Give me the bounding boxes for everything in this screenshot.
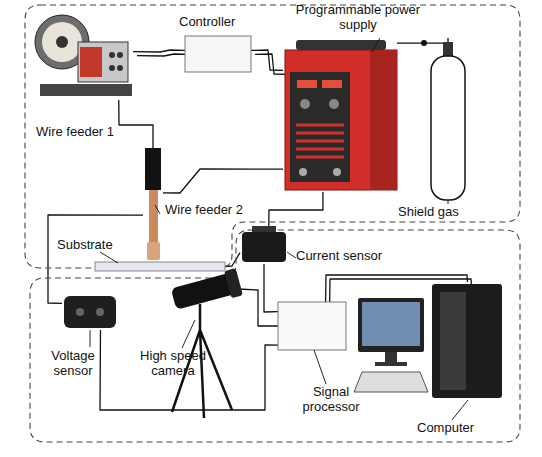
node-label-group: Computer	[417, 420, 497, 435]
equipment-label: Shield gas	[398, 204, 498, 219]
node-label-group: Wire feeder 1	[36, 124, 146, 139]
wire-line	[269, 192, 323, 226]
wire-connector	[264, 264, 278, 312]
node-label-group: Signal processor	[296, 384, 366, 414]
feeder-body	[78, 42, 128, 82]
equipment-node: Programmable power supply	[283, 40, 397, 192]
equipment-label: High speed camera	[128, 348, 218, 378]
power-socket	[333, 168, 341, 176]
node-label-group: Voltage sensor	[38, 348, 108, 378]
power-knob	[329, 99, 339, 109]
equipment-node: High speed camera	[170, 272, 238, 306]
dashed-region	[25, 5, 520, 268]
sensor-terminal	[96, 308, 104, 316]
node-label-group: Programmable power supply	[293, 2, 423, 32]
wire-connector	[238, 289, 278, 326]
wire-line	[100, 330, 278, 410]
equipment-node: Substrate	[95, 262, 225, 271]
voltage-sensor-body	[64, 296, 116, 328]
wire-line	[255, 54, 287, 74]
processor-box	[278, 302, 346, 350]
power-supply-side	[370, 50, 397, 190]
dashed-region	[30, 230, 520, 442]
current-sensor-body	[242, 232, 286, 262]
node-label-group: Controller	[179, 14, 269, 29]
equipment-label: Computer	[417, 420, 497, 435]
equipment-node: Voltage sensor	[62, 292, 117, 330]
wire-line	[238, 289, 278, 326]
feeder-knob	[117, 52, 123, 58]
wire-connector	[48, 215, 143, 303]
equipment-label: Signal processor	[296, 384, 366, 414]
node-label-group: Substrate	[57, 237, 137, 252]
equipment-node: Computer	[355, 282, 505, 400]
wire-connector	[119, 100, 153, 148]
feeder-base	[40, 84, 132, 96]
monitor-stand	[375, 362, 407, 366]
wire-line	[119, 100, 153, 148]
wire-connector	[100, 330, 278, 410]
power-supply-body	[285, 50, 397, 190]
power-vents	[296, 125, 344, 157]
node-label-group: Current sensor	[296, 248, 416, 263]
equipment-label: Current sensor	[296, 248, 416, 263]
equipment-label: Wire feeder 2	[165, 202, 275, 217]
wire-line	[163, 169, 283, 193]
power-knob	[300, 99, 310, 109]
feeder-knob	[109, 52, 115, 58]
wire-line	[137, 54, 189, 56]
power-display	[297, 80, 317, 88]
wire-spool	[56, 36, 68, 48]
camera-body	[170, 268, 243, 313]
equipment-node: Controller	[185, 36, 251, 72]
wire-line	[264, 264, 278, 312]
feeder-knob	[109, 65, 115, 71]
leader-line	[90, 38, 468, 420]
wire-spool	[42, 22, 82, 62]
torch-handle	[145, 148, 161, 190]
gas-fitting	[421, 40, 427, 46]
power-display	[322, 80, 342, 88]
equipment-label: Controller	[179, 14, 269, 29]
wire-connector	[251, 50, 287, 74]
equipment-node: Signal processor	[278, 302, 346, 350]
computer-tower	[432, 284, 502, 398]
torch-tube	[149, 190, 158, 242]
equipment-label: Wire feeder 1	[36, 124, 146, 139]
monitor	[358, 298, 424, 352]
wire-connector	[269, 192, 323, 226]
wire-connector	[133, 50, 189, 56]
wire-line	[48, 215, 143, 303]
substrate-plate	[95, 262, 225, 271]
power-socket	[299, 168, 307, 176]
gas-cylinder	[431, 56, 465, 200]
wire-line	[133, 50, 185, 52]
equipment-label: Voltage sensor	[38, 348, 108, 378]
equipment-node: Wire feeder 2	[143, 148, 163, 260]
equipment-node: Current sensor	[240, 226, 288, 264]
node-label-group: Wire feeder 2	[165, 202, 275, 217]
feeder-panel	[80, 47, 102, 77]
wire-line	[251, 50, 283, 70]
power-panel	[290, 72, 350, 182]
tower-front	[440, 292, 466, 390]
equipment-node: Shield gas	[428, 38, 468, 202]
sensor-terminal	[76, 308, 84, 316]
camera-lens	[224, 268, 243, 298]
equipment-label: Programmable power supply	[293, 2, 423, 32]
power-handle	[296, 40, 386, 50]
wire-connector	[163, 169, 283, 193]
node-label-group: High speed camera	[128, 348, 218, 378]
keyboard	[354, 372, 428, 392]
monitor-screen	[362, 302, 420, 346]
equipment-label: Substrate	[57, 237, 137, 252]
feeder-knob	[117, 65, 123, 71]
equipment-node: Wire feeder 1	[38, 12, 133, 100]
controller-box	[185, 36, 251, 72]
torch-nozzle	[147, 242, 160, 260]
node-label-group: Shield gas	[398, 204, 498, 219]
